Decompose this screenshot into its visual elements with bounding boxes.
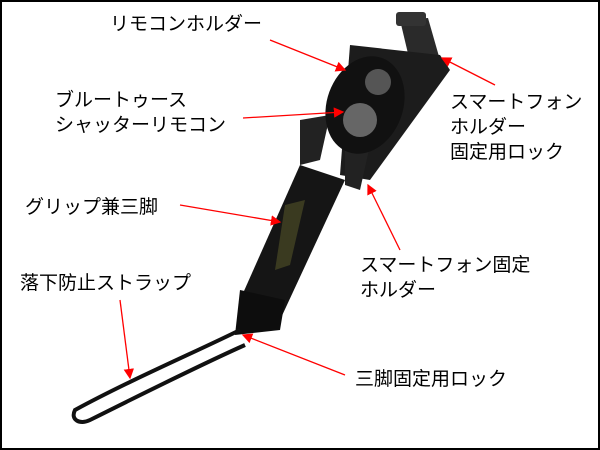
label-remote-holder: リモコンホルダー [110, 13, 263, 35]
label-line: 固定用ロック [450, 141, 565, 163]
arrow-tripod-lock [241, 333, 346, 376]
label-line: スマートフォン [450, 91, 583, 113]
arrow-phone-lock [440, 57, 496, 86]
arrow-strap [119, 299, 135, 380]
label-line: ホルダー [450, 116, 527, 138]
label-line: シャッターリモコン [55, 114, 227, 136]
selfie-stick [71, 12, 450, 424]
label-line: スマートフォン固定 [360, 254, 531, 276]
label-strap: 落下防止ストラップ [20, 272, 192, 294]
label-phone-lock: スマートフォン ホルダー 固定用ロック [450, 90, 582, 165]
arrow-remote-holder [269, 39, 347, 72]
label-grip: グリップ兼三脚 [25, 196, 159, 218]
arrow-bt-remote [242, 107, 345, 119]
arrow-grip [179, 204, 282, 226]
label-bt-remote: ブルートゥース シャッターリモコン [55, 88, 226, 138]
label-tripod-lock: 三脚固定用ロック [355, 368, 508, 390]
label-line: ホルダー [360, 279, 437, 301]
label-phone-holder: スマートフォン固定 ホルダー [360, 253, 530, 303]
arrow-phone-holder [367, 183, 401, 251]
label-line: ブルートゥース [55, 89, 188, 111]
